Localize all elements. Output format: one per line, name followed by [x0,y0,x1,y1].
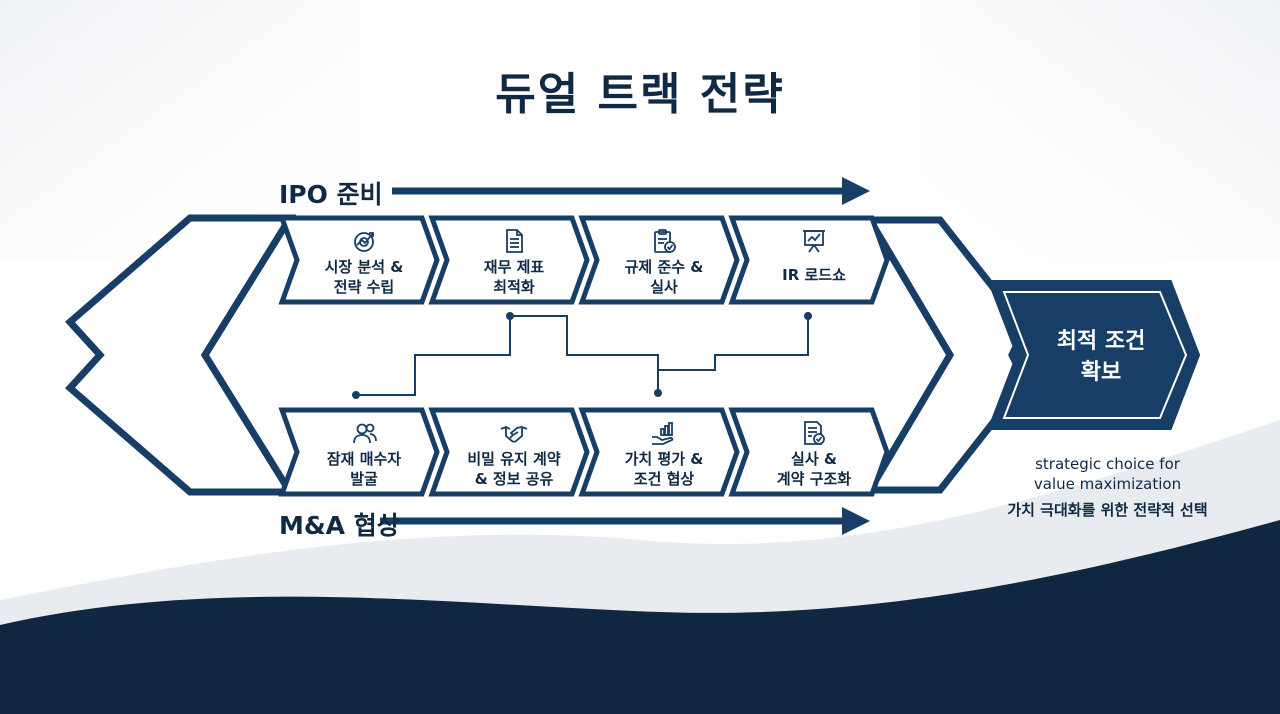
outcome-note-en-line-2: value maximization [1033,475,1182,493]
ipo-step-4-chevron [728,215,890,305]
ipo-step-3-line-1: 규제 준수 & [624,258,704,276]
mna-step-3-line-1: 가치 평가 & [624,450,704,468]
mna-step-4-chevron [728,407,890,497]
dark-wave [0,520,1280,714]
ipo-step-1-chevron [278,215,440,305]
ipo-step-2-chevron [428,215,590,305]
mna-step-label: 가치 평가 & 조건 협상 [599,449,729,489]
mna-track-label: M&A 협상 [279,511,400,540]
document-icon [500,227,528,255]
clipboard-check-icon [650,227,678,255]
mna-step-1-line-1: 잠재 매수자 [326,450,402,468]
mna-step-4-line-1: 실사 & [791,450,837,468]
people-icon [351,419,379,447]
ipo-step-label: 규제 준수 & 실사 [599,257,729,297]
document-check-icon [800,419,828,447]
ipo-track-label: IPO 준비 [279,180,383,209]
ipo-step-4-line-1: IR 로드쇼 [782,266,846,284]
connector-path-a [356,315,659,396]
mna-step-1-line-2: 발굴 [350,470,378,488]
connector-dot [804,312,812,320]
hand-coins-icon [650,419,678,447]
outcome-label: 최적 조건 확보 [1006,326,1196,388]
ipo-step-1-line-1: 시장 분석 & [324,258,404,276]
merge-chevron [863,216,1030,494]
mna-chevrons [278,407,890,497]
mna-step-2-line-1: 비밀 유지 계약 [467,450,561,468]
mna-track-arrow [380,507,870,535]
mna-step-4-line-2: 계약 구조화 [776,470,852,488]
mna-step-label: 잠재 매수자 발굴 [299,449,429,489]
connector-dots [352,312,812,399]
outcome-line-1: 최적 조건 [1056,329,1146,354]
connector-lines [356,315,809,396]
ipo-step-3-line-2: 실사 [650,278,678,296]
mna-step-2-chevron [428,407,590,497]
ipo-step-label: 시장 분석 & 전략 수립 [299,257,429,297]
ipo-step-label: IR 로드쇼 [749,265,879,285]
ipo-step-3-chevron [578,215,740,305]
connector-dot [352,391,360,399]
mna-step-3-chevron [578,407,740,497]
page-title: 듀얼 트랙 전략 [495,69,785,120]
corner-shade-right [920,0,1280,260]
mna-step-2-line-2: & 정보 공유 [474,470,554,488]
outcome-box [1002,291,1188,419]
connector-path-b [658,316,809,371]
mna-step-label: 비밀 유지 계약 & 정보 공유 [449,449,579,489]
outcome-note-en: strategic choice for value maximization [985,454,1230,494]
mna-step-label: 실사 & 계약 구조화 [749,449,879,489]
connector-dot [654,389,662,397]
outcome-line-2: 확보 [1080,360,1122,385]
outcome-note-ko: 가치 극대화를 위한 전략적 선택 [1007,501,1208,519]
ipo-chevrons [278,215,890,305]
ipo-step-2-line-1: 재무 제표 [483,258,545,276]
handshake-icon [500,419,528,447]
mna-step-1-chevron [278,407,440,497]
ipo-track-arrow [392,177,870,205]
outcome-note-en-line-1: strategic choice for [1035,455,1180,473]
fork-chevron [64,214,297,496]
ipo-step-2-line-2: 최적화 [493,278,535,296]
presentation-icon [800,227,828,255]
mna-step-3-line-2: 조건 협상 [633,470,695,488]
ipo-step-label: 재무 제표 최적화 [449,257,579,297]
connector-dot [506,312,514,320]
ipo-step-1-line-2: 전략 수립 [333,278,395,296]
target-chart-icon [351,227,379,255]
